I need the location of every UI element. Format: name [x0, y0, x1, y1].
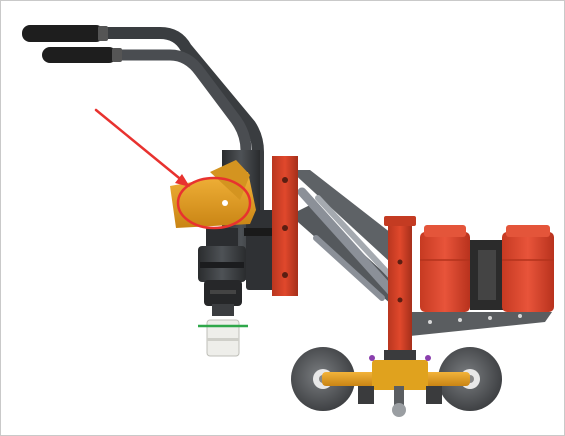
- callout-annotation: [94, 108, 252, 230]
- frame-bolt-1: [282, 177, 288, 183]
- grip-upper: [22, 25, 104, 42]
- battery-packs: [420, 225, 554, 312]
- column-band: [244, 228, 278, 236]
- chassis-bolt-3: [488, 316, 492, 320]
- handle-tube-lower: [102, 49, 252, 216]
- handle-tube-upper: [89, 27, 264, 226]
- handlebar: [22, 25, 264, 226]
- battery-right-cap: [506, 225, 550, 237]
- yellow-bracket: [170, 160, 256, 228]
- post-foot: [384, 350, 416, 360]
- battery-right: [502, 232, 554, 312]
- chassis: [405, 312, 552, 336]
- battery-middle-detail: [478, 250, 496, 300]
- grip-collar-upper: [98, 26, 108, 41]
- chassis-bolt-2: [458, 318, 462, 322]
- bracket-hole: [222, 200, 228, 206]
- drill-motor: [198, 228, 246, 316]
- chuck-nose: [212, 304, 234, 316]
- battery-left: [420, 232, 470, 312]
- gas-strut-3: [313, 235, 385, 301]
- grip-collar-lower: [112, 48, 122, 62]
- support-arms: [290, 170, 405, 305]
- frame-bolt-3: [282, 272, 288, 278]
- red-frame: [272, 156, 298, 296]
- battery-left-cap: [424, 225, 466, 237]
- axle-bracket-right: [426, 386, 442, 404]
- post-bolt-1: [397, 259, 403, 265]
- grip-lower: [42, 47, 117, 63]
- axle-bracket-left: [358, 386, 374, 404]
- upper-arm: [290, 170, 400, 262]
- post-body: [388, 222, 412, 354]
- post-bolt-2: [397, 297, 403, 303]
- adapter-band: [207, 338, 239, 341]
- motor-ring: [200, 262, 244, 268]
- chuck-ridge: [210, 290, 236, 294]
- chassis-bolt-1: [428, 320, 432, 324]
- callout-arrow-line: [94, 108, 186, 184]
- center-stem: [394, 386, 404, 408]
- purple-marker-left: [369, 355, 375, 361]
- callout-circle: [176, 176, 252, 230]
- frame-bolt-2: [282, 225, 288, 231]
- axle-center-block: [372, 360, 428, 390]
- red-post: [384, 216, 416, 360]
- gas-strut-2: [315, 195, 401, 287]
- center-knob: [392, 403, 406, 417]
- chassis-bolt-4: [518, 314, 522, 318]
- motor-neck: [206, 228, 238, 248]
- chassis-plate: [405, 312, 552, 336]
- gas-strut-1: [297, 187, 397, 297]
- wheel-assembly: [291, 347, 502, 417]
- purple-marker-right: [425, 355, 431, 361]
- post-cap: [384, 216, 416, 226]
- bit-adapter: [198, 319, 248, 357]
- callout-arrow-head: [175, 174, 190, 187]
